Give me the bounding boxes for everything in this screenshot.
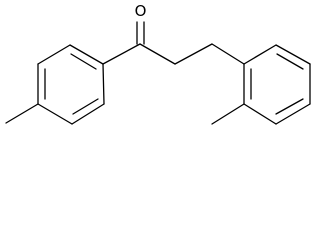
bond-ring-to-carbonyl <box>102 43 141 65</box>
bond <box>275 103 311 125</box>
bond <box>37 44 71 65</box>
double-bond-inner <box>70 53 97 70</box>
chain-bond <box>174 43 213 65</box>
bond <box>37 103 73 125</box>
double-bond-inner <box>276 53 304 70</box>
double-bond-inner <box>275 98 304 115</box>
chemical-structure: O <box>5 2 311 125</box>
bond <box>102 63 105 105</box>
methyl-bond-right <box>211 103 245 125</box>
bond <box>71 103 105 125</box>
bond <box>69 44 104 65</box>
methyl-bond-left <box>5 103 39 124</box>
oxygen-atom-label: O <box>135 2 147 20</box>
right-aromatic-ring <box>243 44 311 125</box>
left-aromatic-ring <box>37 44 105 125</box>
bond <box>243 44 277 65</box>
bond <box>243 103 277 125</box>
bond <box>275 44 311 65</box>
double-bond-inner <box>72 98 99 115</box>
chain-bond <box>211 43 245 65</box>
chain-bond <box>139 43 176 65</box>
